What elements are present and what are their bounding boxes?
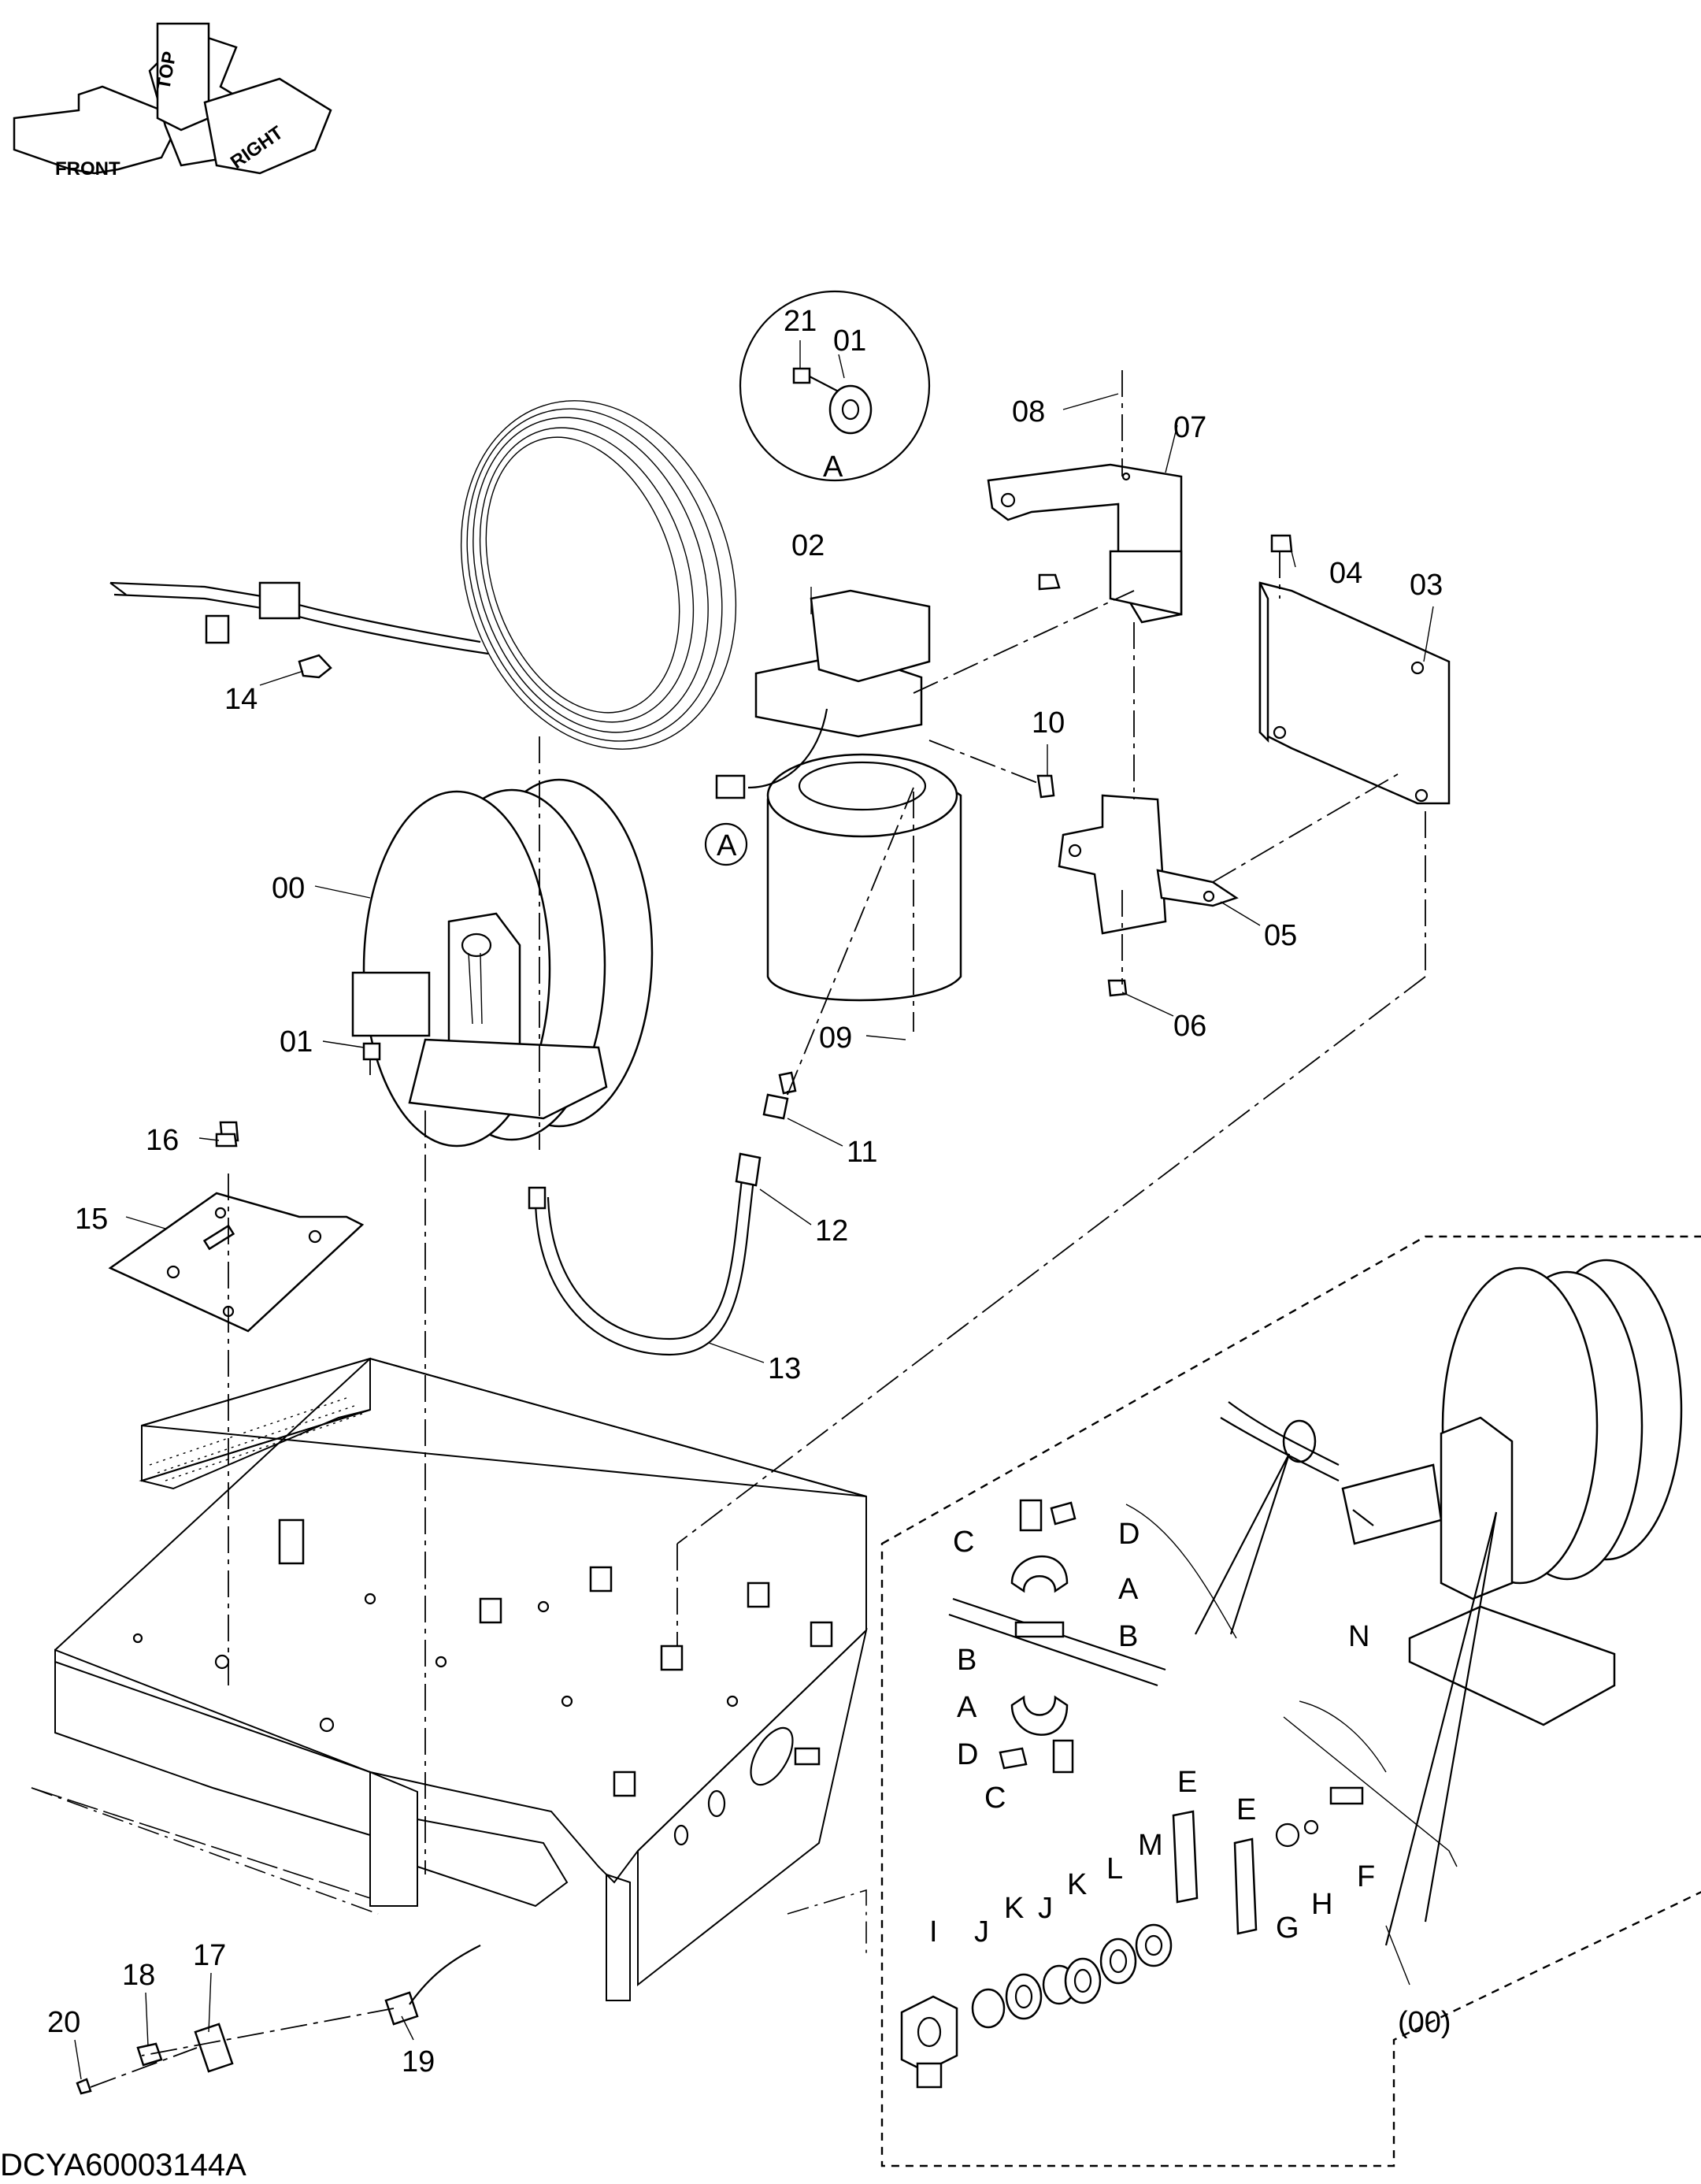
breakdown-c-top: C <box>953 1526 974 1559</box>
breakdown-e-left: E <box>1177 1766 1197 1799</box>
breakdown-j-left: J <box>974 1915 989 1949</box>
detail-a-label-01: 01 <box>833 324 866 358</box>
bracket-07 <box>987 463 1183 624</box>
breakdown-labels: C D A B B A D C E E F G H I J K J K L M … <box>929 1518 1451 2039</box>
callout-03: 03 <box>1410 569 1443 602</box>
orientation-front-label: FRONT <box>55 158 120 180</box>
supply-hose <box>528 1093 789 1356</box>
breakdown-b-left: B <box>957 1644 976 1677</box>
breakdown-f: F <box>1357 1860 1375 1893</box>
drawing-code: DCYA60003144A <box>0 2148 246 2182</box>
breakdown-k-left: K <box>1004 1892 1024 1925</box>
breakdown-k-right: K <box>1067 1868 1087 1901</box>
hose-coil <box>109 400 737 750</box>
machine-frame <box>31 1357 868 2001</box>
breakdown-e-right: E <box>1236 1793 1256 1826</box>
detail-a: 21 01 A <box>739 290 931 484</box>
plate-03 <box>1258 581 1451 805</box>
leader-lines <box>90 370 1426 2088</box>
callout-06: 06 <box>1173 1010 1206 1043</box>
callout-09: 09 <box>819 1022 852 1055</box>
breakdown-g: G <box>1276 1911 1299 1945</box>
callout-02: 02 <box>791 529 825 562</box>
breakdown-a-top: A <box>1118 1573 1139 1606</box>
callout-16: 16 <box>146 1124 179 1157</box>
breakdown-h: H <box>1311 1888 1332 1921</box>
breakdown-j-right: J <box>1038 1892 1053 1925</box>
callout-ref-a: A <box>717 829 737 862</box>
callout-05: 05 <box>1264 919 1297 952</box>
reel-breakdown-panel <box>880 1235 1701 2167</box>
callout-15: 15 <box>75 1203 108 1236</box>
breakdown-n: N <box>1348 1620 1369 1653</box>
callout-labels: 00 01 02 03 04 05 06 07 08 09 10 11 12 1… <box>47 395 1443 2078</box>
callout-01: 01 <box>280 1025 313 1059</box>
callout-13: 13 <box>768 1352 801 1385</box>
breakdown-m: M <box>1138 1829 1163 1862</box>
callout-leaders <box>74 393 1434 2080</box>
breakdown-d-top: D <box>1118 1518 1140 1551</box>
breakdown-l: L <box>1106 1852 1123 1886</box>
breakdown-assembly-ref: (00) <box>1398 2006 1451 2039</box>
breakdown-c-bottom: C <box>984 1782 1006 1815</box>
breakdown-d-bottom: D <box>957 1738 978 1771</box>
bottom-left-parts <box>76 1945 481 2095</box>
hose-reel <box>351 778 654 1148</box>
breakdown-i: I <box>929 1915 938 1949</box>
breakdown-a-bottom: A <box>957 1691 977 1724</box>
callout-17: 17 <box>193 1939 226 1972</box>
callout-04: 04 <box>1329 557 1362 590</box>
orientation-indicator: FRONT TOP RIGHT <box>13 22 332 180</box>
cover-plate-15 <box>108 1133 365 1333</box>
callout-00: 00 <box>272 872 305 905</box>
detail-a-label-21: 21 <box>784 305 817 338</box>
callout-18: 18 <box>122 1959 155 1992</box>
callout-14: 14 <box>224 683 258 716</box>
detail-a-title: A <box>823 451 843 484</box>
callout-20: 20 <box>47 2006 80 2039</box>
grease-pump: A <box>704 589 962 1002</box>
callout-19: 19 <box>402 2045 435 2078</box>
callout-10: 10 <box>1032 706 1065 740</box>
callout-07: 07 <box>1173 411 1206 444</box>
bracket-05 <box>1058 794 1239 935</box>
callout-08: 08 <box>1012 395 1045 428</box>
breakdown-b-right: B <box>1118 1620 1138 1653</box>
callout-11: 11 <box>847 1136 877 1169</box>
callout-12: 12 <box>815 1214 848 1248</box>
